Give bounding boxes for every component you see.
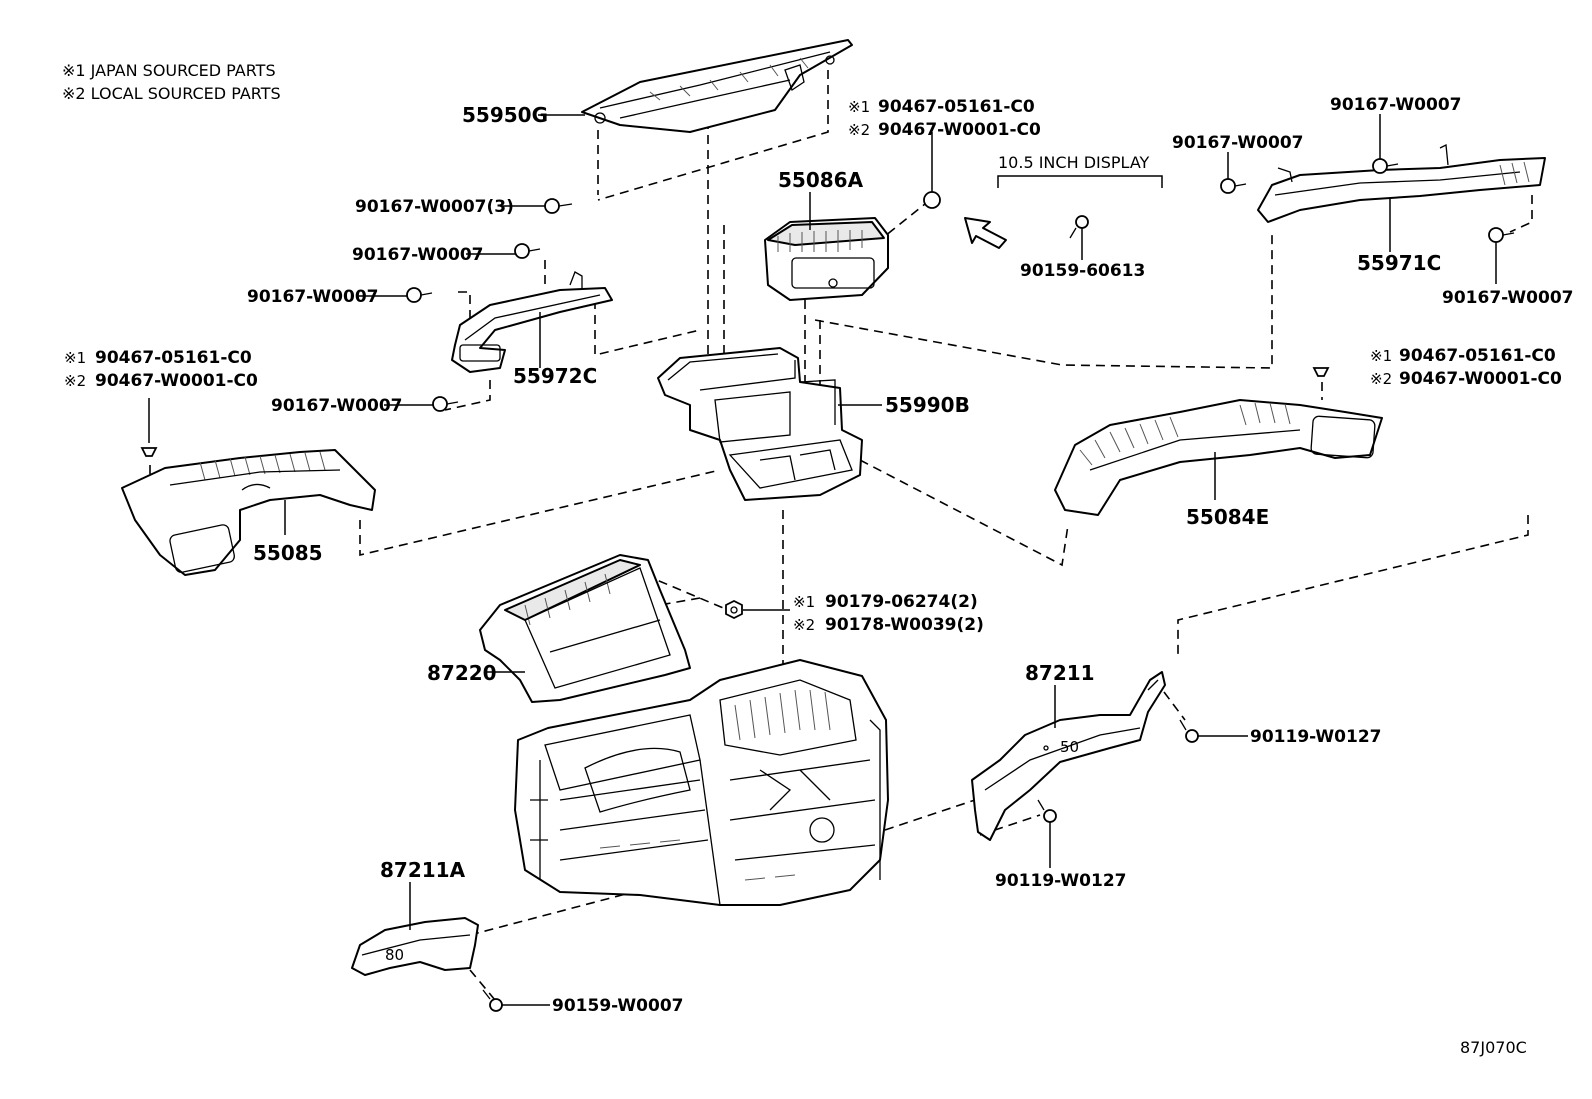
callout-nut-mark2: ※2 (793, 616, 815, 634)
label-55084E: 55084E (1186, 505, 1269, 529)
bolt-icon (406, 287, 433, 303)
label-90167-W0007-right3: 90167-W0007 (1442, 288, 1574, 308)
label-90167-W0007-right2: 90167-W0007 (1172, 133, 1304, 153)
label-90167-W0007-mid3: 90167-W0007 (271, 396, 403, 416)
label-90119-W0127-b: 90119-W0127 (995, 871, 1127, 891)
callout-top-value2: 90467-W0001-C0 (878, 120, 1041, 140)
label-90159-60613: 90159-60613 (1020, 261, 1145, 281)
direction-arrow-icon (964, 217, 1007, 249)
label-90167-W0007-3: 90167-W0007(3) (355, 197, 514, 217)
bolt-icon (432, 396, 459, 412)
nut-icon (725, 599, 743, 620)
clip-icon (140, 447, 158, 457)
label-87220: 87220 (427, 661, 497, 685)
part-87211A-drawing: 80 (351, 917, 479, 976)
bolt-icon (1069, 215, 1089, 239)
label-87211A: 87211A (380, 858, 466, 882)
part-55086A-drawing (764, 217, 889, 301)
callout-left-mark2: ※2 (64, 372, 86, 390)
label-90167-W0007-right1: 90167-W0007 (1330, 95, 1462, 115)
label-55086A: 55086A (778, 168, 864, 192)
duct-stamp-50: 50 (1060, 738, 1079, 756)
clip-icon (1312, 367, 1330, 377)
part-87220-drawing (479, 554, 691, 703)
label-55971C: 55971C (1357, 251, 1441, 275)
label-90119-W0127-a: 90119-W0127 (1250, 727, 1382, 747)
bolt-icon (544, 198, 573, 214)
callout-right-value2: 90467-W0001-C0 (1399, 369, 1562, 389)
part-55084E-drawing (1054, 399, 1383, 516)
legend-local-sourced: ※2 LOCAL SOURCED PARTS (62, 84, 281, 103)
callout-right-value1: 90467-05161-C0 (1399, 346, 1556, 366)
label-55085: 55085 (253, 541, 323, 565)
label-90167-W0007-mid2: 90167-W0007 (247, 287, 379, 307)
diagram-code: 87J070C (1460, 1038, 1527, 1057)
label-87211: 87211 (1025, 661, 1095, 685)
display-option-label: 10.5 INCH DISPLAY (998, 153, 1150, 172)
label-55990B: 55990B (885, 393, 970, 417)
label-90159-W0007: 90159-W0007 (552, 996, 684, 1016)
bolt-icon (1179, 719, 1199, 743)
label-55972C: 55972C (513, 364, 597, 388)
legend-japan-sourced: ※1 JAPAN SOURCED PARTS (62, 61, 276, 80)
part-55972C-drawing (451, 271, 613, 373)
hvac-unit-drawing (514, 659, 889, 906)
callout-top-mark1: ※1 (848, 98, 870, 116)
callout-nut-value2: 90178-W0039(2) (825, 615, 984, 635)
bolt-icon (514, 243, 541, 259)
bolt-icon (1037, 799, 1057, 823)
callout-right-mark2: ※2 (1370, 370, 1392, 388)
part-87211-drawing: 50 (971, 671, 1166, 841)
label-90167-W0007-mid1: 90167-W0007 (352, 245, 484, 265)
bolt-icon (482, 989, 503, 1012)
callout-left-value2: 90467-W0001-C0 (95, 371, 258, 391)
clip-icon (923, 191, 941, 209)
bolt-icon (1488, 227, 1515, 243)
callout-top-value1: 90467-05161-C0 (878, 97, 1035, 117)
callout-left-value1: 90467-05161-C0 (95, 348, 252, 368)
bolt-icon (1220, 178, 1247, 194)
callout-left-mark1: ※1 (64, 349, 86, 367)
label-55950G: 55950G (462, 103, 548, 127)
duct-stamp-80: 80 (385, 946, 404, 964)
part-55971C-drawing (1257, 143, 1546, 223)
callout-nut-mark1: ※1 (793, 593, 815, 611)
part-55950G-drawing (581, 39, 853, 133)
callout-right-mark1: ※1 (1370, 347, 1392, 365)
callout-nut-value1: 90179-06274(2) (825, 592, 978, 612)
callout-top-mark2: ※2 (848, 121, 870, 139)
part-55085-drawing (121, 449, 376, 576)
part-55990B-drawing (657, 347, 863, 501)
